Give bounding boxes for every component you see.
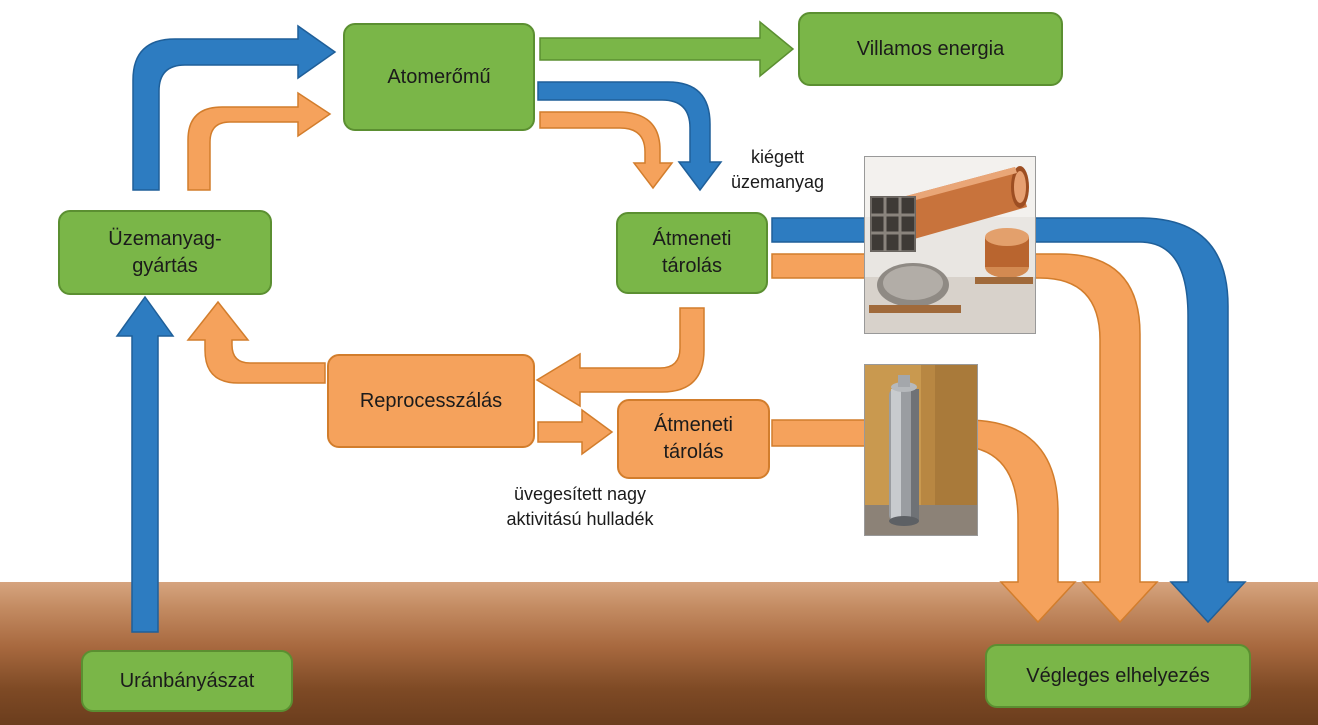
orange-arrow-storage-to-reprocessing [535, 307, 705, 408]
orange-arrow-reprocessing-to-storage2 [537, 408, 614, 456]
orange-arrow-fabrication-to-plant [187, 91, 332, 191]
node-reprocesszalas: Reprocesszálás [327, 354, 535, 448]
label-kiegett-uzemanyag: kiégett üzemanyag [730, 147, 825, 193]
orange-arrow-reprocessing-to-fabrication [186, 300, 326, 384]
orange-arrow-storage-to-disposal [771, 253, 1159, 624]
node-atmeneti-tarolas-2: Átmeneti tárolás [617, 399, 770, 479]
blue-arrow-plant-to-storage [537, 81, 723, 192]
node-villamos-energia: Villamos energia [798, 12, 1063, 86]
node-atomeromu: Atomerőmű [343, 23, 535, 131]
node-uzemanyag-gyartas: Üzemanyag- gyártás [58, 210, 272, 295]
node-vegleges-elhelyezes: Végleges elhelyezés [985, 644, 1251, 708]
orange-arrow-plant-to-storage [539, 111, 674, 190]
copper-canister-illustration [865, 157, 1035, 333]
steel-canister-illustration [865, 365, 977, 535]
blue-arrow-mining-to-fabrication [115, 295, 175, 633]
spent-fuel-canister-photo [864, 156, 1036, 334]
blue-arrow-storage-to-disposal [771, 217, 1247, 624]
blue-arrow-fabrication-to-plant [132, 24, 337, 191]
label-uvegesitett-hulladek: üvegesített nagy aktivitású hulladék [506, 484, 654, 530]
vitrified-waste-canister-photo [864, 364, 978, 536]
orange-arrow-storage2-to-disposal [771, 419, 1077, 624]
node-uranbanyaszat: Uránbányászat [81, 650, 293, 712]
node-atmeneti-tarolas-1: Átmeneti tárolás [616, 212, 768, 294]
green-arrow-plant-to-electricity [539, 20, 795, 78]
